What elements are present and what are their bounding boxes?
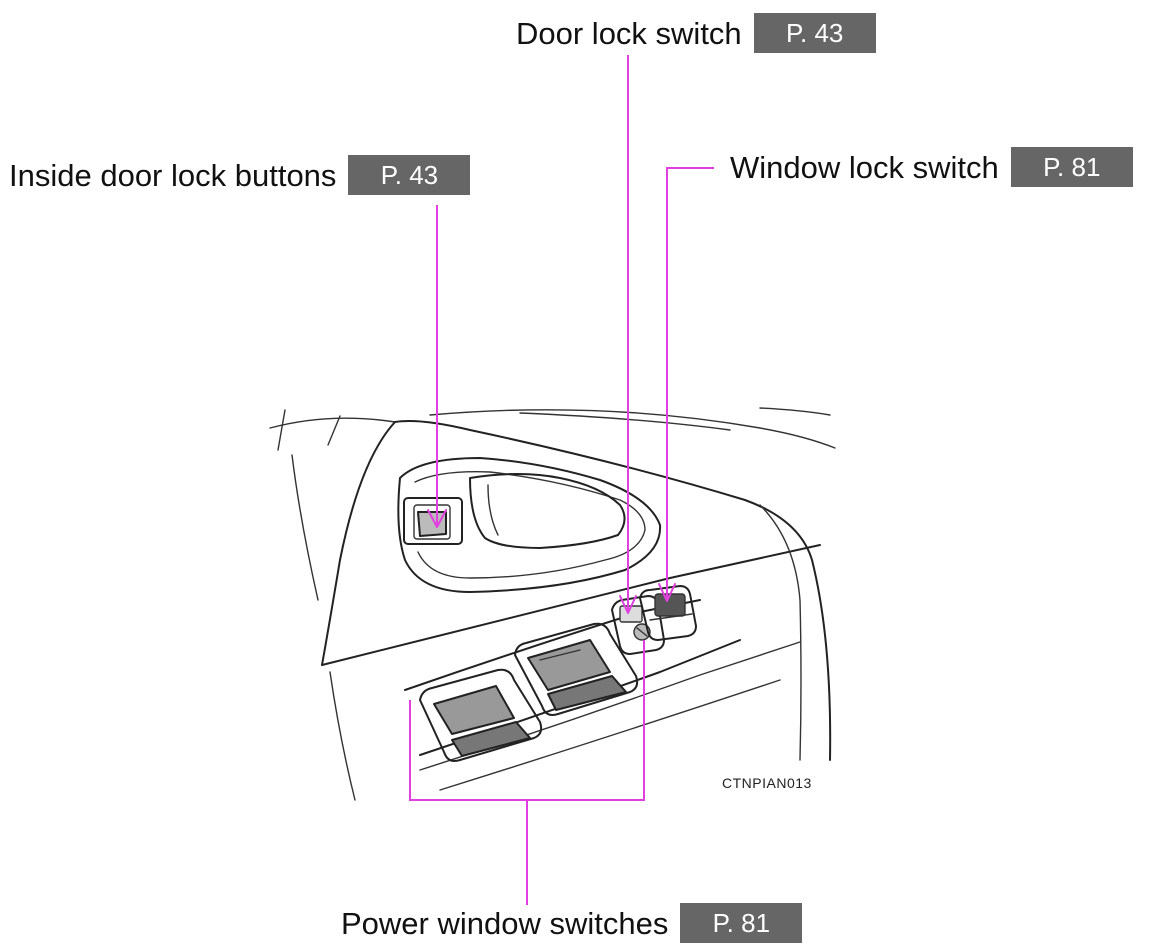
leader-window-lock [667,168,714,600]
label-inside-door-lock-buttons: Inside door lock buttons [9,160,336,191]
figure-code: CTNPIAN013 [722,775,812,791]
page-ref-window-lock-switch[interactable]: P. 81 [1011,147,1133,187]
callout-window-lock-switch: Window lock switch P. 81 [730,147,1133,187]
callout-inside-door-lock-buttons: Inside door lock buttons P. 43 [9,155,470,195]
callout-power-window-switches: Power window switches P. 81 [341,903,802,943]
label-door-lock-switch: Door lock switch [516,18,742,49]
label-window-lock-switch: Window lock switch [730,152,999,183]
label-power-window-switches: Power window switches [341,908,668,939]
armrest-outline [322,421,830,800]
callout-door-lock-switch: Door lock switch P. 43 [516,13,876,53]
page-ref-power-window-switches[interactable]: P. 81 [680,903,802,943]
power-window-switch-rear [420,670,541,761]
page-ref-door-lock-switch[interactable]: P. 43 [754,13,876,53]
page-ref-inside-door-lock-buttons[interactable]: P. 43 [348,155,470,195]
